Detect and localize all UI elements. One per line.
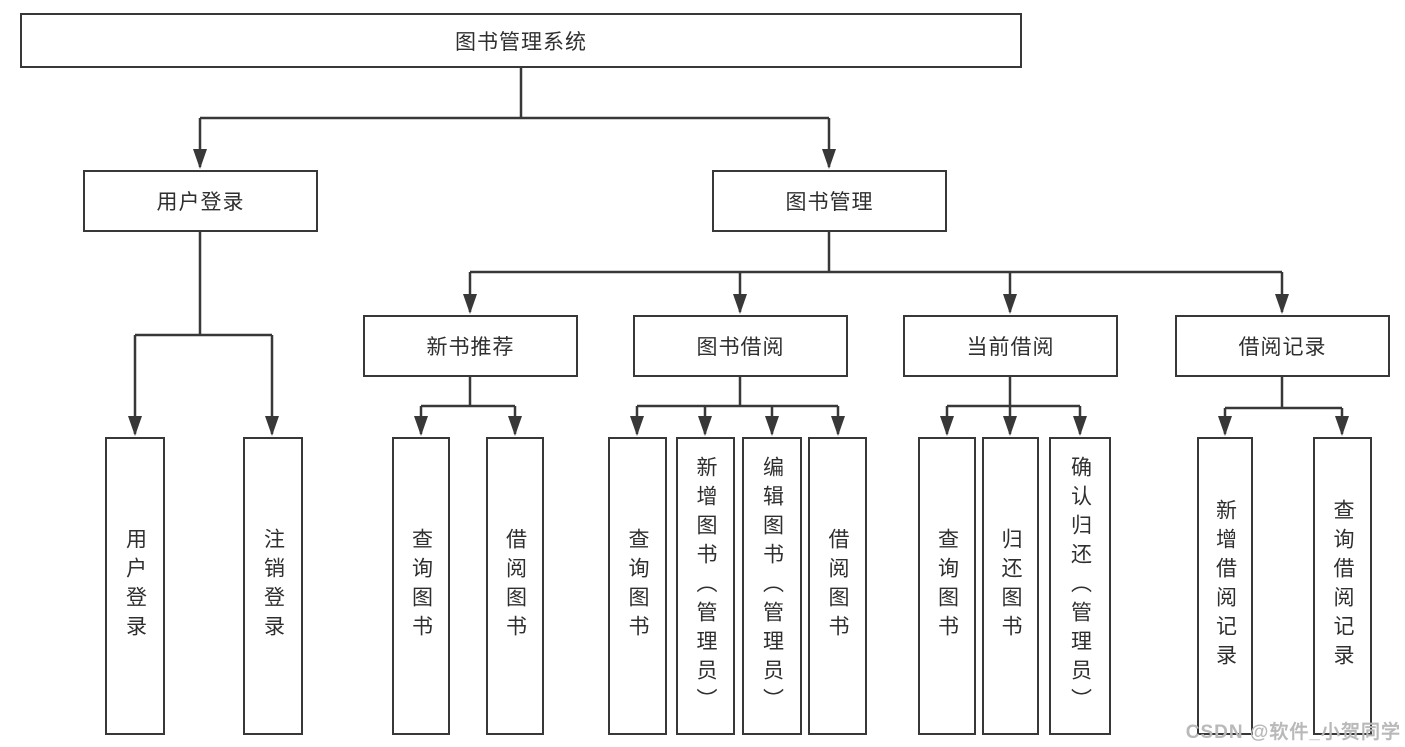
- node-book-borrow: 图书借阅: [633, 315, 848, 377]
- leaf-user-login: 用户登录: [105, 437, 165, 735]
- arrowheads: [128, 149, 1349, 436]
- node-borrow-records: 借阅记录: [1175, 315, 1390, 377]
- leaf-label: 编辑图书（管理员）: [760, 455, 784, 717]
- leaf-confirm-return-admin: 确认归还（管理员）: [1049, 437, 1111, 735]
- node-label: 图书管理: [785, 191, 874, 214]
- leaf-add-borrow-record: 新增借阅记录: [1197, 437, 1253, 735]
- leaf-logout-login: 注销登录: [243, 437, 303, 735]
- node-book-management: 图书管理: [712, 170, 947, 232]
- leaf-label: 归还图书: [999, 528, 1022, 644]
- leaf-label: 新增借阅记录: [1213, 499, 1237, 673]
- node-label: 图书借阅: [696, 336, 785, 359]
- node-label: 用户登录: [156, 191, 245, 214]
- leaf-label: 确认归还（管理员）: [1068, 455, 1092, 717]
- leaf-return-books: 归还图书: [982, 437, 1039, 735]
- node-label: 借阅记录: [1238, 336, 1327, 359]
- leaf-label: 借阅图书: [826, 528, 849, 644]
- leaf-borrow-books-recommend: 借阅图书: [486, 437, 544, 735]
- leaf-label: 查询图书: [409, 528, 433, 644]
- leaf-label: 用户登录: [123, 528, 147, 644]
- leaf-query-books-recommend: 查询图书: [392, 437, 450, 735]
- node-user-login: 用户登录: [83, 170, 318, 232]
- node-library-management-system: 图书管理系统: [20, 13, 1022, 68]
- node-current-borrow: 当前借阅: [903, 315, 1118, 377]
- leaf-edit-books-admin: 编辑图书（管理员）: [742, 437, 802, 735]
- leaf-query-books-borrow: 查询图书: [608, 437, 667, 735]
- leaf-add-books-admin: 新增图书（管理员）: [676, 437, 735, 735]
- leaf-query-books-current: 查询图书: [918, 437, 976, 735]
- node-label: 图书管理系统: [455, 30, 587, 54]
- leaf-label: 注销登录: [261, 528, 285, 644]
- csdn-watermark: CSDN @软件_小贺同学: [1185, 722, 1401, 743]
- leaf-label: 查询图书: [626, 528, 649, 644]
- leaf-label: 查询图书: [935, 528, 959, 644]
- node-label: 新书推荐: [426, 336, 515, 359]
- node-new-book-recommend: 新书推荐: [363, 315, 578, 377]
- node-label: 当前借阅: [966, 336, 1055, 359]
- leaf-borrow-books: 借阅图书: [808, 437, 867, 735]
- leaf-label: 借阅图书: [503, 528, 527, 644]
- leaf-label: 新增图书（管理员）: [694, 455, 717, 717]
- leaf-query-borrow-record: 查询借阅记录: [1313, 437, 1372, 735]
- leaf-label: 查询借阅记录: [1331, 499, 1354, 673]
